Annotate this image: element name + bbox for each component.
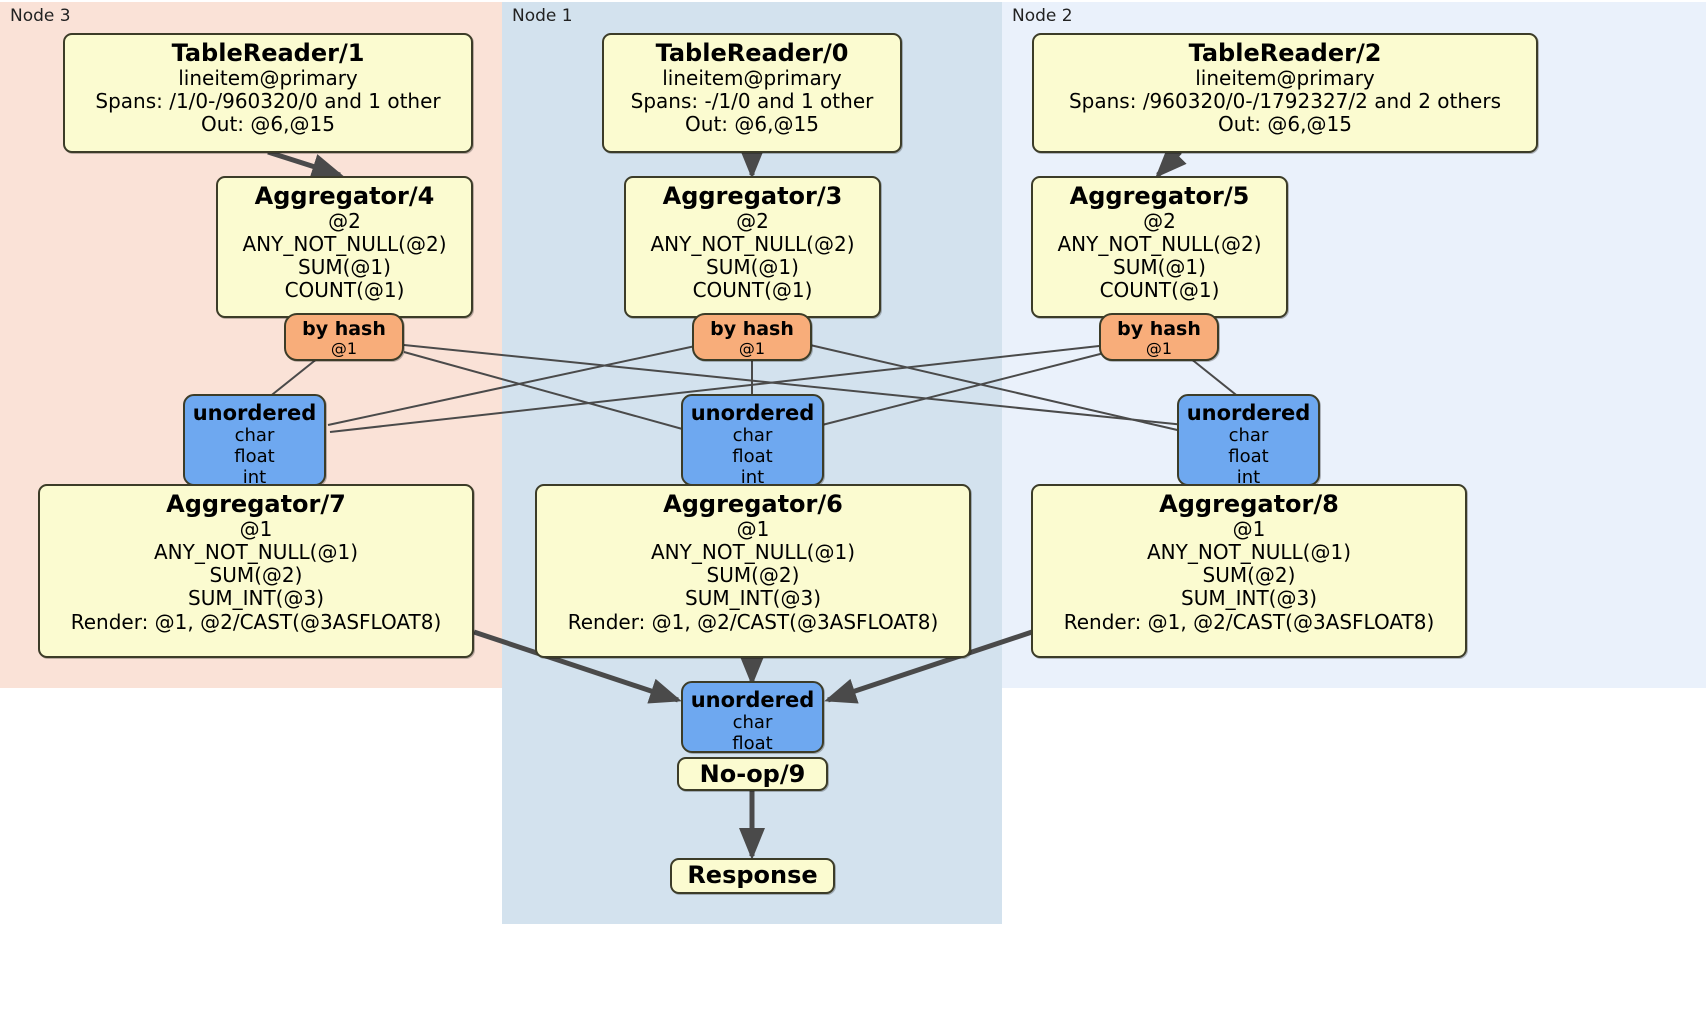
router-by-hash-node-3[interactable]: by hash @1 [284,313,404,361]
processor-line: COUNT(@1) [284,278,405,303]
processor-line: @1 [736,516,770,541]
processor-line: Spans: -/1/0 and 1 other [630,89,874,114]
processor-aggregator-8[interactable]: Aggregator/8 @1 ANY_NOT_NULL(@1) SUM(@2)… [1031,484,1467,658]
synchronizer-title: unordered [690,401,815,425]
processor-line: ANY_NOT_NULL(@2) [242,232,447,257]
processor-title: Aggregator/4 [254,182,435,210]
processor-title: No-op/9 [699,760,806,788]
synchronizer-line: float [732,445,773,467]
processor-title: Aggregator/5 [1069,182,1250,210]
processor-line: ANY_NOT_NULL(@1) [154,540,358,565]
processor-title: Aggregator/8 [1159,490,1339,518]
processor-tablereader-0[interactable]: TableReader/0 lineitem@primary Spans: -/… [602,33,902,153]
synchronizer-title: unordered [690,688,815,712]
synchronizer-line: int [242,466,267,488]
processor-line: lineitem@primary [662,65,842,90]
processor-aggregator-5[interactable]: Aggregator/5 @2 ANY_NOT_NULL(@2) SUM(@1)… [1031,176,1288,318]
processor-no-op-9[interactable]: No-op/9 [677,757,828,791]
processor-aggregator-3[interactable]: Aggregator/3 @2 ANY_NOT_NULL(@2) SUM(@1)… [624,176,881,318]
router-line: @1 [1145,338,1173,358]
processor-line: COUNT(@1) [1099,278,1220,303]
processor-line: SUM_INT(@3) [188,586,324,611]
synchronizer-line: char [732,424,773,446]
processor-line: ANY_NOT_NULL(@1) [1147,540,1351,565]
processor-title: TableReader/0 [655,39,849,67]
processor-line: @1 [1232,516,1266,541]
processor-tablereader-2[interactable]: TableReader/2 lineitem@primary Spans: /9… [1032,33,1538,153]
processor-line: Out: @6,@15 [1218,112,1352,137]
processor-line: Render: @1, @2/CAST(@3ASFLOAT8) [567,609,939,634]
processor-aggregator-6[interactable]: Aggregator/6 @1 ANY_NOT_NULL(@1) SUM(@2)… [535,484,971,658]
panel-node-1-label: Node 1 [512,6,573,26]
processor-line: @2 [736,208,769,233]
synchronizer-unordered-final[interactable]: unordered char float [681,681,824,754]
panel-node-2-label: Node 2 [1012,6,1073,26]
synchronizer-line: char [732,711,773,733]
processor-line: ANY_NOT_NULL(@1) [651,540,855,565]
processor-line: ANY_NOT_NULL(@2) [650,232,855,257]
processor-title: Aggregator/7 [166,490,346,518]
processor-line: Out: @6,@15 [685,112,819,137]
processor-line: SUM(@1) [1113,255,1206,280]
processor-line: SUM(@2) [1202,563,1296,588]
synchronizer-line: float [732,732,773,754]
processor-line: SUM(@2) [706,563,800,588]
router-title: by hash [710,318,794,340]
processor-title: TableReader/2 [1188,39,1382,67]
processor-title: TableReader/1 [171,39,365,67]
processor-line: SUM(@1) [706,255,799,280]
processor-line: Spans: /1/0-/960320/0 and 1 other [95,89,441,114]
processor-line: Render: @1, @2/CAST(@3ASFLOAT8) [1063,609,1435,634]
processor-line: SUM(@1) [298,255,391,280]
processor-title: Response [687,861,818,889]
synchronizer-line: int [1236,466,1261,488]
processor-line: SUM_INT(@3) [685,586,821,611]
router-by-hash-node-1[interactable]: by hash @1 [692,313,812,361]
processor-response[interactable]: Response [670,858,835,894]
processor-line: lineitem@primary [1195,65,1375,90]
synchronizer-unordered-node-1[interactable]: unordered char float int [681,394,824,488]
panel-node-3-label: Node 3 [10,6,71,26]
processor-aggregator-4[interactable]: Aggregator/4 @2 ANY_NOT_NULL(@2) SUM(@1)… [216,176,473,318]
synchronizer-line: float [1228,445,1269,467]
processor-line: Out: @6,@15 [201,112,335,137]
processor-line: SUM(@2) [209,563,303,588]
synchronizer-title: unordered [1186,401,1311,425]
processor-line: @2 [328,208,361,233]
processor-line: @1 [239,516,273,541]
processor-line: COUNT(@1) [692,278,813,303]
synchronizer-line: char [234,424,275,446]
processor-line: SUM_INT(@3) [1181,586,1317,611]
router-title: by hash [1117,318,1201,340]
synchronizer-line: int [740,466,765,488]
synchronizer-unordered-node-2[interactable]: unordered char float int [1177,394,1320,488]
synchronizer-title: unordered [192,401,317,425]
synchronizer-unordered-node-3[interactable]: unordered char float int [183,394,326,488]
router-line: @1 [738,338,766,358]
processor-line: @2 [1143,208,1176,233]
processor-line: Spans: /960320/0-/1792327/2 and 2 others [1068,89,1501,114]
processor-title: Aggregator/6 [663,490,843,518]
synchronizer-line: float [234,445,275,467]
processor-line: ANY_NOT_NULL(@2) [1057,232,1262,257]
processor-aggregator-7[interactable]: Aggregator/7 @1 ANY_NOT_NULL(@1) SUM(@2)… [38,484,474,658]
router-line: @1 [330,338,358,358]
processor-line: lineitem@primary [178,65,358,90]
synchronizer-line: char [1228,424,1269,446]
processor-line: Render: @1, @2/CAST(@3ASFLOAT8) [70,609,442,634]
router-title: by hash [302,318,386,340]
processor-tablereader-1[interactable]: TableReader/1 lineitem@primary Spans: /1… [63,33,473,153]
router-by-hash-node-2[interactable]: by hash @1 [1099,313,1219,361]
processor-title: Aggregator/3 [662,182,843,210]
